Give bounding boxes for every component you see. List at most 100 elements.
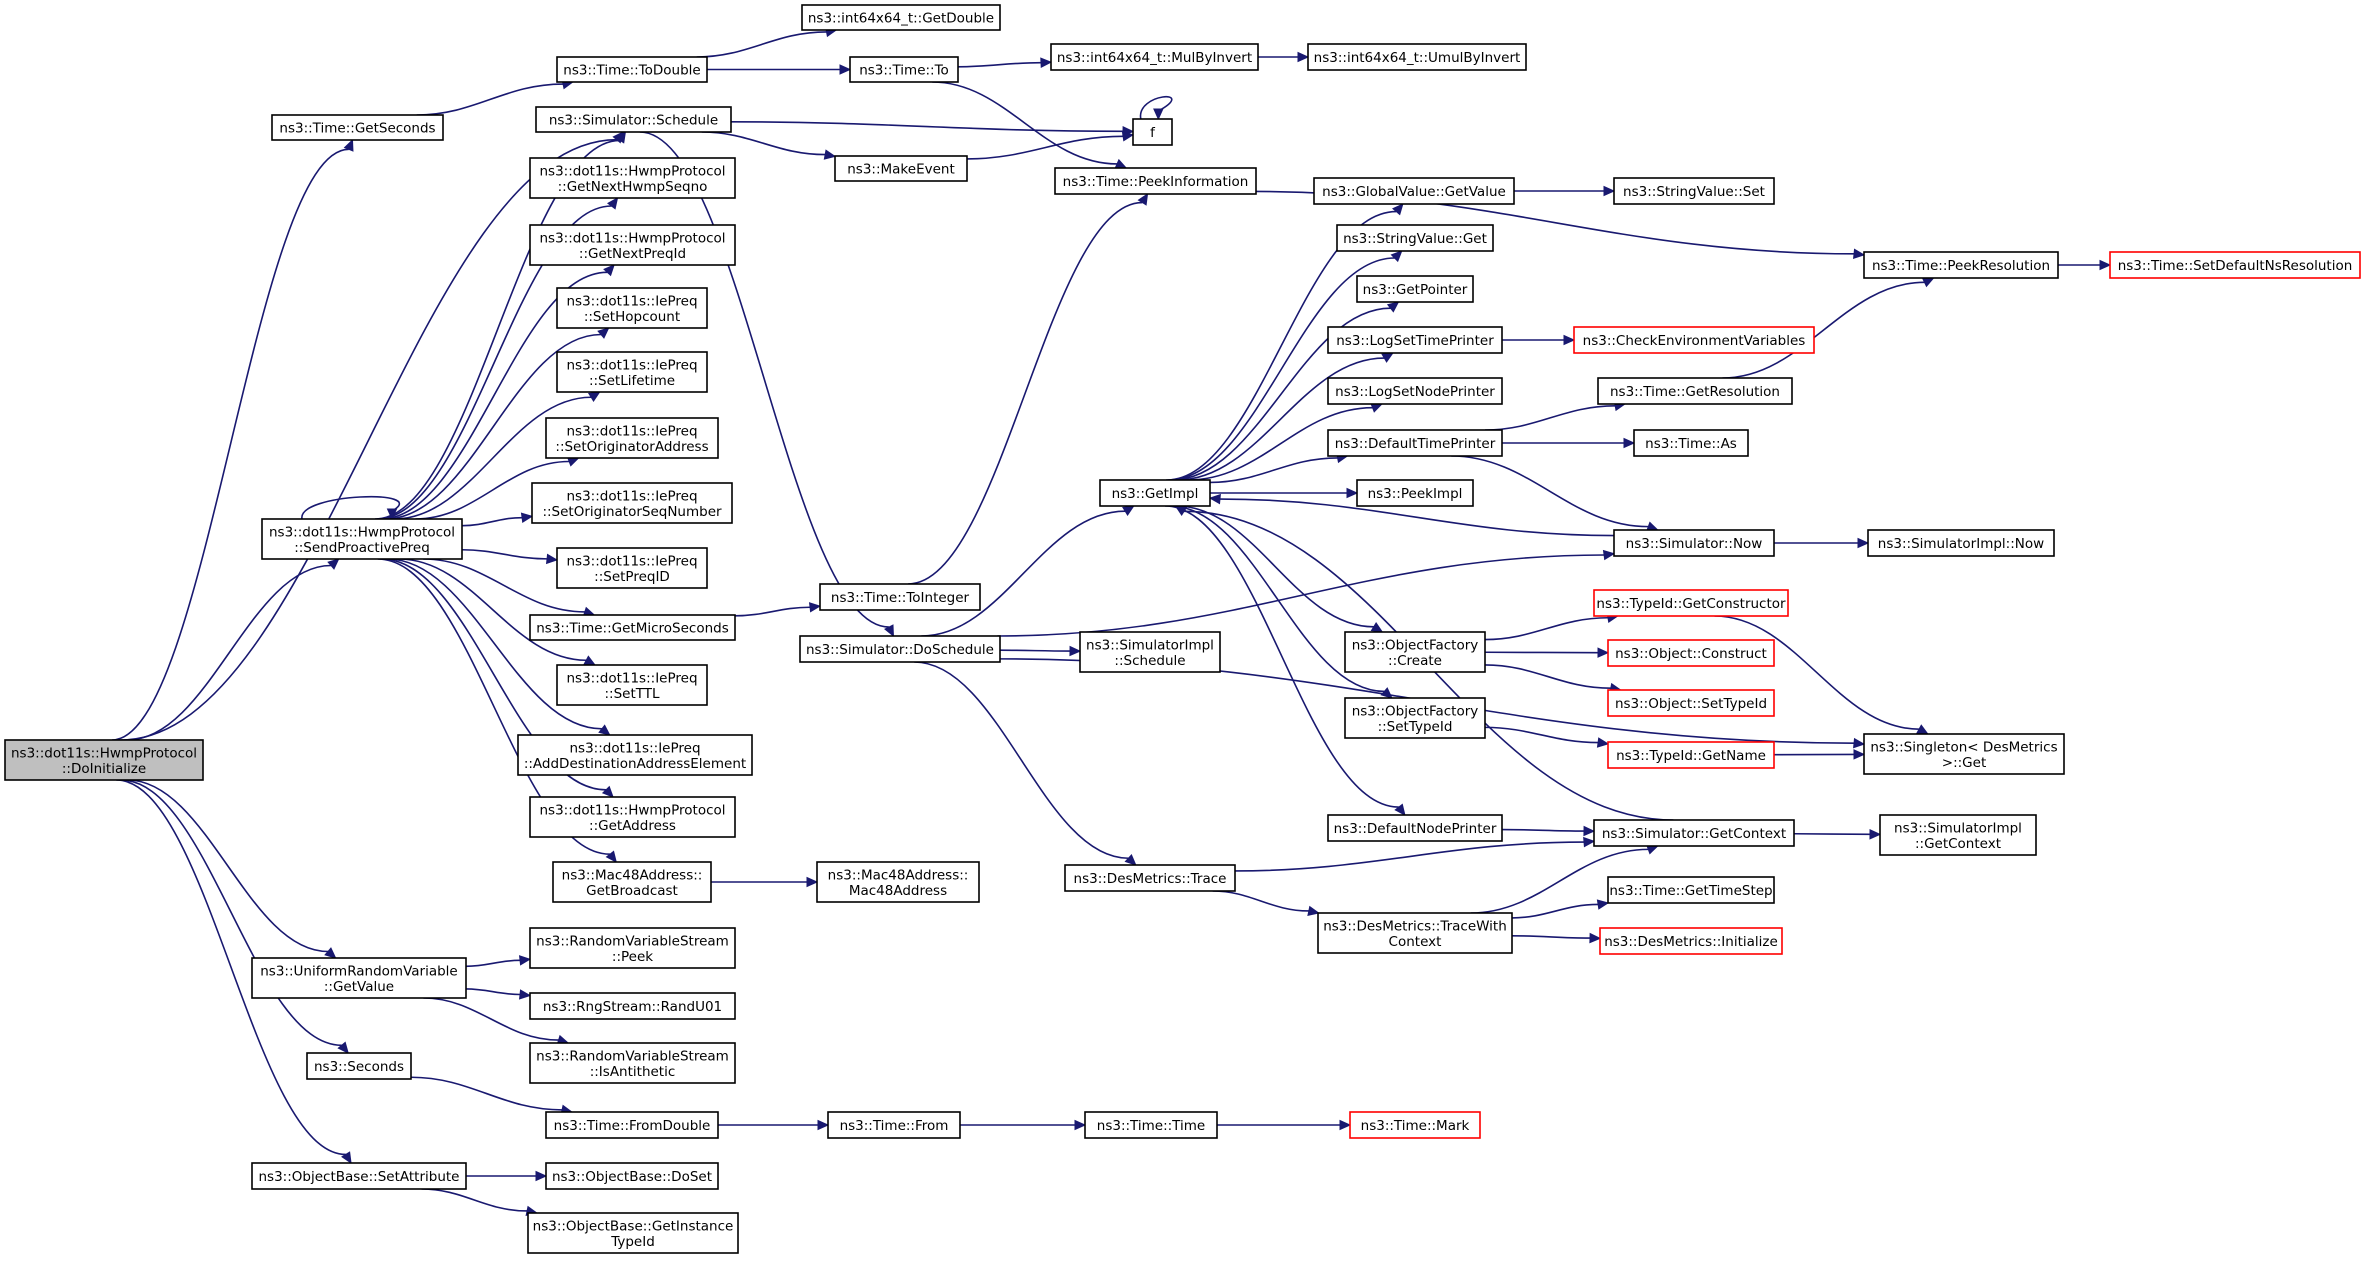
node-box (1613, 529, 1775, 557)
edge-arrowhead (1381, 352, 1394, 363)
edge-arrowhead (1857, 537, 1870, 549)
node-getNextPreqId[interactable]: ns3::dot11s::HwmpProtocol::GetNextPreqId (529, 224, 736, 266)
edge-line (1511, 903, 1599, 919)
node-doSchedule[interactable]: ns3::Simulator::DoSchedule (799, 635, 1001, 663)
node-box (1327, 429, 1503, 457)
node-setOriginatorSeqNumber[interactable]: ns3::dot11s::IePreq::SetOriginatorSeqNum… (531, 482, 733, 524)
node-toDouble[interactable]: ns3::Time::ToDouble (556, 56, 708, 83)
node-label: ns3::Time::SetDefaultNsResolution (2118, 258, 2353, 274)
edge-arrowhead (1583, 825, 1596, 837)
node-label: ns3::dot11s::IePreq (566, 488, 697, 504)
node-seconds[interactable]: ns3::Seconds (306, 1052, 412, 1080)
node-simImplGetContext[interactable]: ns3::SimulatorImpl::GetContext (1879, 814, 2037, 856)
node-stringValueGet[interactable]: ns3::StringValue::Get (1336, 224, 1494, 252)
node-addDest[interactable]: ns3::dot11s::IePreq::AddDestinationAddre… (517, 734, 753, 776)
node-setDefaultNsRes[interactable]: ns3::Time::SetDefaultNsResolution (2109, 251, 2361, 279)
node-umulByInvert[interactable]: ns3::int64x64_t::UmulByInvert (1307, 43, 1527, 71)
node-setHopcount[interactable]: ns3::dot11s::IePreq::SetHopcount (556, 287, 708, 329)
node-typeIdGetName[interactable]: ns3::TypeId::GetName (1607, 741, 1775, 769)
node-rvsPeek[interactable]: ns3::RandomVariableStream::Peek (529, 927, 736, 969)
edge-line (394, 396, 592, 520)
node-box (801, 4, 1001, 31)
node-timeTo[interactable]: ns3::Time::To (849, 56, 959, 83)
node-getNextHwmpSeqno[interactable]: ns3::dot11s::HwmpProtocol::GetNextHwmpSe… (529, 157, 736, 199)
edge-objFactoryCreate-to-objectSetTypeId (1484, 664, 1622, 694)
node-label: ns3::dot11s::IePreq (566, 423, 697, 439)
node-checkEnv[interactable]: ns3::CheckEnvironmentVariables (1573, 326, 1815, 354)
node-defaultNodePrinter[interactable]: ns3::DefaultNodePrinter (1327, 814, 1503, 842)
node-objectSetTypeId[interactable]: ns3::Object::SetTypeId (1607, 689, 1775, 717)
node-setAttribute[interactable]: ns3::ObjectBase::SetAttribute (251, 1162, 467, 1190)
node-timeMark[interactable]: ns3::Time::Mark (1349, 1111, 1481, 1139)
node-objectConstruct[interactable]: ns3::Object::Construct (1607, 639, 1775, 667)
edge-arrowhead (1597, 647, 1610, 658)
node-peekResolution[interactable]: ns3::Time::PeekResolution (1863, 251, 2059, 279)
node-setOriginatorAddress[interactable]: ns3::dot11s::IePreq::SetOriginatorAddres… (545, 417, 719, 459)
node-peekInformation[interactable]: ns3::Time::PeekInformation (1054, 167, 1257, 195)
node-doSet[interactable]: ns3::ObjectBase::DoSet (545, 1162, 719, 1190)
node-logSetTimePrinter[interactable]: ns3::LogSetTimePrinter (1327, 326, 1503, 354)
node-desMetricsTrace[interactable]: ns3::DesMetrics::Trace (1064, 864, 1236, 892)
node-logSetNodePrinter[interactable]: ns3::LogSetNodePrinter (1327, 377, 1503, 405)
node-box (1084, 1111, 1218, 1139)
node-label: ns3::DefaultNodePrinter (1334, 821, 1497, 837)
node-root[interactable]: ns3::dot11s::HwmpProtocol::DoInitialize (4, 739, 204, 781)
node-objFactoryCreate[interactable]: ns3::ObjectFactory::Create (1344, 631, 1486, 673)
node-simImplSchedule[interactable]: ns3::SimulatorImpl::Schedule (1079, 631, 1221, 673)
node-label: ns3::Time::GetTimeStep (1609, 883, 1772, 899)
node-box (1633, 429, 1749, 457)
edge-line (1209, 457, 1338, 484)
node-setLifetime[interactable]: ns3::dot11s::IePreq::SetLifetime (556, 351, 708, 393)
node-label: ns3::Time::PeekResolution (1872, 258, 2050, 274)
node-timeAs[interactable]: ns3::Time::As (1633, 429, 1749, 457)
node-label: ns3::dot11s::IePreq (566, 357, 697, 373)
node-schedule[interactable]: ns3::Simulator::Schedule (535, 106, 732, 133)
edge-f-to-f (1139, 95, 1173, 121)
node-label: ns3::GetImpl (1112, 486, 1199, 502)
node-getImpl[interactable]: ns3::GetImpl (1099, 479, 1211, 507)
node-globalGetValue[interactable]: ns3::GlobalValue::GetValue (1313, 177, 1515, 205)
node-singletonGet[interactable]: ns3::Singleton< DesMetrics>::Get (1863, 733, 2065, 775)
node-desMetricsInit[interactable]: ns3::DesMetrics::Initialize (1599, 927, 1783, 955)
node-mac48[interactable]: ns3::Mac48Address::Mac48Address (816, 861, 980, 903)
node-getConstructor[interactable]: ns3::TypeId::GetConstructor (1593, 589, 1789, 617)
node-getResolution[interactable]: ns3::Time::GetResolution (1597, 377, 1793, 405)
node-getTimeStep[interactable]: ns3::Time::GetTimeStep (1607, 876, 1775, 904)
node-fromDouble[interactable]: ns3::Time::FromDouble (545, 1111, 719, 1139)
node-getDouble[interactable]: ns3::int64x64_t::GetDouble (801, 4, 1001, 31)
node-timeFrom[interactable]: ns3::Time::From (827, 1111, 961, 1139)
node-sendProactivePreq[interactable]: ns3::dot11s::HwmpProtocol::SendProactive… (261, 518, 463, 560)
node-makeEvent[interactable]: ns3::MakeEvent (834, 155, 968, 182)
node-f[interactable]: f (1132, 118, 1173, 146)
node-getPointer[interactable]: ns3::GetPointer (1356, 275, 1474, 303)
node-simGetContext[interactable]: ns3::Simulator::GetContext (1593, 819, 1795, 847)
node-label: ns3::Simulator::Schedule (549, 113, 718, 129)
node-box (1356, 275, 1474, 303)
node-defaultTimePrinter[interactable]: ns3::DefaultTimePrinter (1327, 429, 1503, 457)
node-setPreqId[interactable]: ns3::dot11s::IePreq::SetPreqID (556, 547, 708, 589)
node-label: ns3::ObjectBase::GetInstance (533, 1218, 734, 1234)
node-getBroadcast[interactable]: ns3::Mac48Address::GetBroadcast (552, 861, 712, 903)
node-setTtl[interactable]: ns3::dot11s::IePreq::SetTTL (556, 664, 708, 706)
node-simNow[interactable]: ns3::Simulator::Now (1613, 529, 1775, 557)
node-getMicroSeconds[interactable]: ns3::Time::GetMicroSeconds (529, 614, 736, 641)
node-randU01[interactable]: ns3::RngStream::RandU01 (529, 992, 736, 1020)
edge-line (377, 558, 611, 855)
node-box (306, 1052, 412, 1080)
node-objFactorySetTypeId[interactable]: ns3::ObjectFactory::SetTypeId (1344, 697, 1486, 739)
node-toInteger[interactable]: ns3::Time::ToInteger (819, 583, 981, 611)
node-mulByInvert[interactable]: ns3::int64x64_t::MulByInvert (1050, 43, 1259, 71)
node-getAddress[interactable]: ns3::dot11s::HwmpProtocol::GetAddress (529, 796, 736, 838)
node-timeTime[interactable]: ns3::Time::Time (1084, 1111, 1218, 1139)
node-stringValueSet[interactable]: ns3::StringValue::Set (1613, 177, 1775, 205)
node-peekImpl[interactable]: ns3::PeekImpl (1356, 479, 1474, 507)
edge-line (1188, 406, 1373, 481)
node-simImplNow[interactable]: ns3::SimulatorImpl::Now (1867, 529, 2055, 557)
node-getSeconds[interactable]: ns3::Time::GetSeconds (271, 114, 444, 141)
edge-arrowhead (1853, 737, 1866, 749)
node-uniformGetValue[interactable]: ns3::UniformRandomVariable::GetValue (251, 957, 467, 999)
edge-getImpl-to-logSetTimePrinter (1177, 352, 1394, 481)
node-isAntithetic[interactable]: ns3::RandomVariableStream::IsAntithetic (529, 1042, 736, 1084)
